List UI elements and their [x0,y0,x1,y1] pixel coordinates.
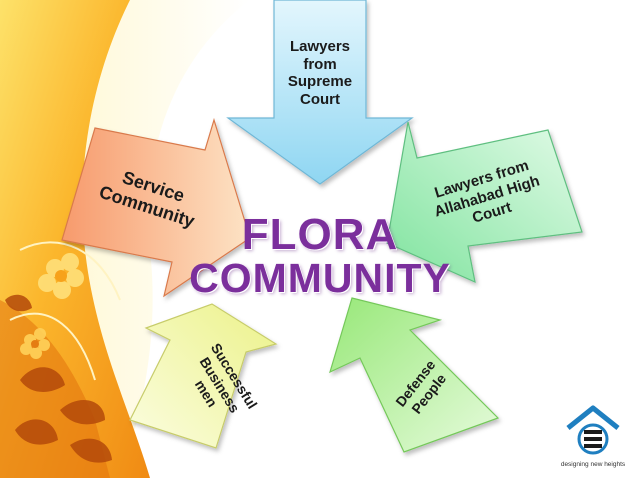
company-logo: designing new heights [552,402,634,468]
house-logo-icon [566,405,620,455]
arrow-allahabad [386,121,583,284]
arrow-business [129,303,278,449]
logo-caption: designing new heights [560,461,626,468]
arrow-defense [329,297,500,453]
arrow-service [61,117,251,298]
title-line-1: FLORA [241,210,399,259]
arrow-supreme [226,0,414,185]
center-title: FLORA COMMUNITY [170,210,470,301]
title-line-2: COMMUNITY [189,254,451,301]
label-supreme: Lawyers from Supreme Court [287,38,353,109]
